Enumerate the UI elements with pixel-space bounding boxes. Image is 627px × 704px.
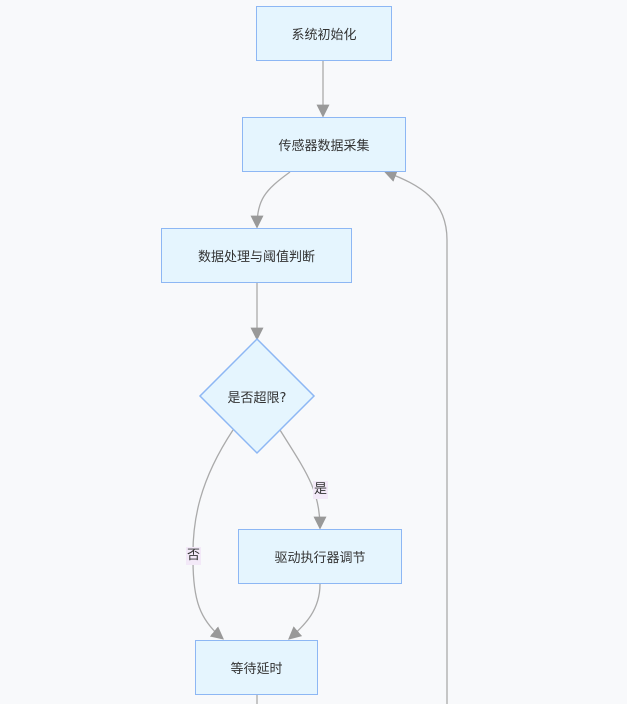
node-wait-label: 等待延时: [230, 662, 283, 677]
node-process-label: 数据处理与阈值判断: [197, 250, 315, 265]
edge-collect-process: [250, 171, 291, 229]
node-collect-label: 传感器数据采集: [278, 139, 370, 154]
node-collect[interactable]: 传感器数据采集: [242, 117, 406, 172]
node-init-label: 系统初始化: [291, 28, 357, 43]
edge-label-no: 否: [186, 547, 202, 565]
edge-actuate-wait: [288, 583, 321, 640]
edge-label-yes: 是: [313, 481, 329, 499]
edge-decision-actuate: [279, 429, 327, 530]
node-wait[interactable]: 等待延时: [195, 640, 318, 695]
node-actuate-label: 驱动执行器调节: [274, 551, 366, 566]
node-decision-label[interactable]: 是否超限?: [227, 391, 287, 406]
edge-decision-wait: [192, 429, 234, 640]
node-init[interactable]: 系统初始化: [256, 6, 392, 61]
decision-diamond: [198, 337, 316, 455]
node-actuate[interactable]: 驱动执行器调节: [238, 529, 402, 584]
node-process[interactable]: 数据处理与阈值判断: [161, 228, 352, 283]
edge-wait-collect-loop: [383, 169, 448, 704]
